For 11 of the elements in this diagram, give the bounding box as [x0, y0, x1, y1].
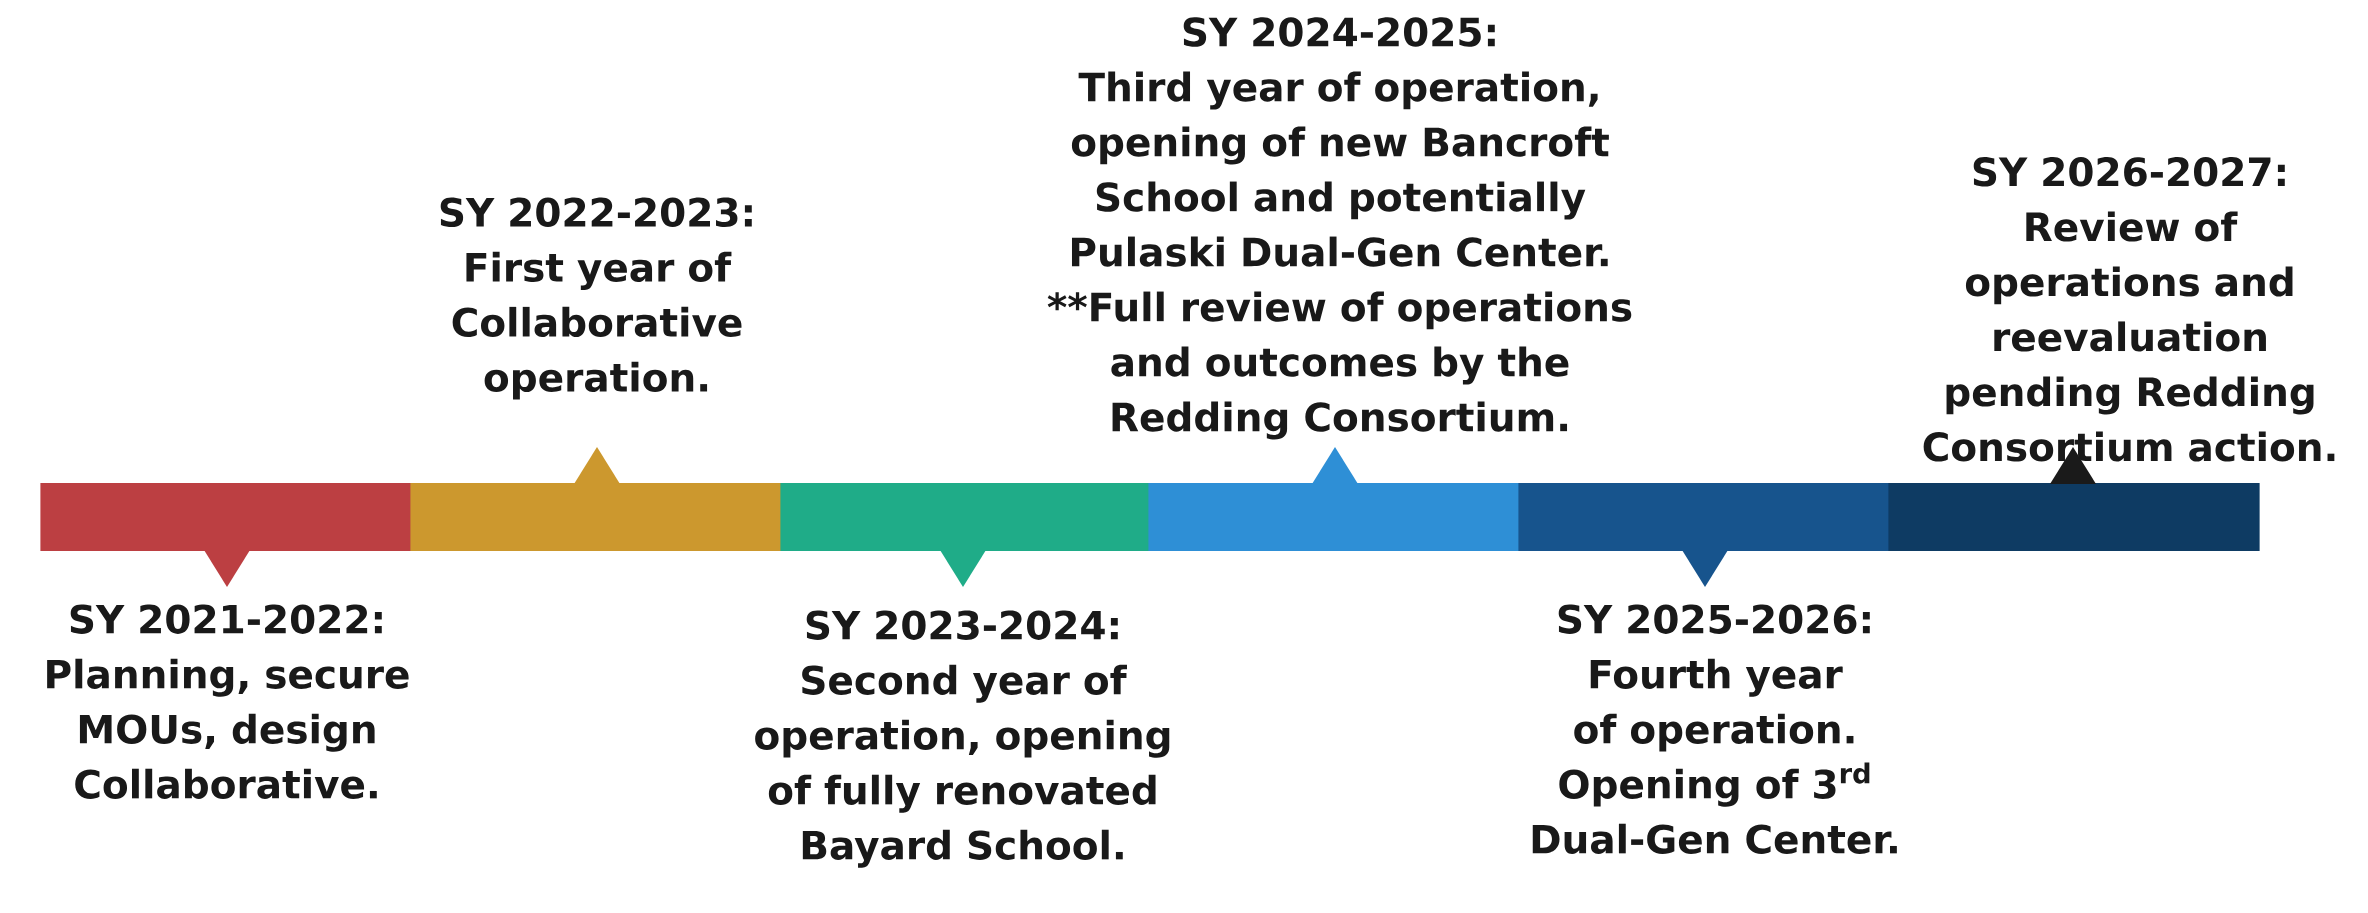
milestone-text: SY 2022-2023: First year of Collaborative operation. — [440, 197, 752, 400]
timeline-segment — [780, 483, 1150, 587]
timeline-segment — [1518, 483, 1890, 587]
milestone-text: SY 2026-2027: Review of operations and reevaluation pending Redding Consortium action. — [1923, 157, 2335, 462]
milestone-text: SY 2021-2022: Planning, secure MOUs, design Collaborative. — [47, 604, 409, 799]
timeline-segment — [40, 483, 412, 587]
timeline-segment — [1148, 447, 1520, 551]
timeline-segment — [410, 447, 782, 551]
milestone-text: SY 2023-2024: Second year of operation, opening of fully renovated Bayard School. — [755, 610, 1170, 868]
milestone-text: SY 2025-2026: Fourth year of operation. Opening of 3$^{rd}$ Dual-Gen Center. — [1532, 604, 1897, 854]
milestone-text: SY 2024-2025: Third year of operation, opening of new Bancroft School and potentially Pulaski Dual-Gen Center. **Full review of operations and outcomes by the Redding Consortium. — [1047, 17, 1632, 440]
